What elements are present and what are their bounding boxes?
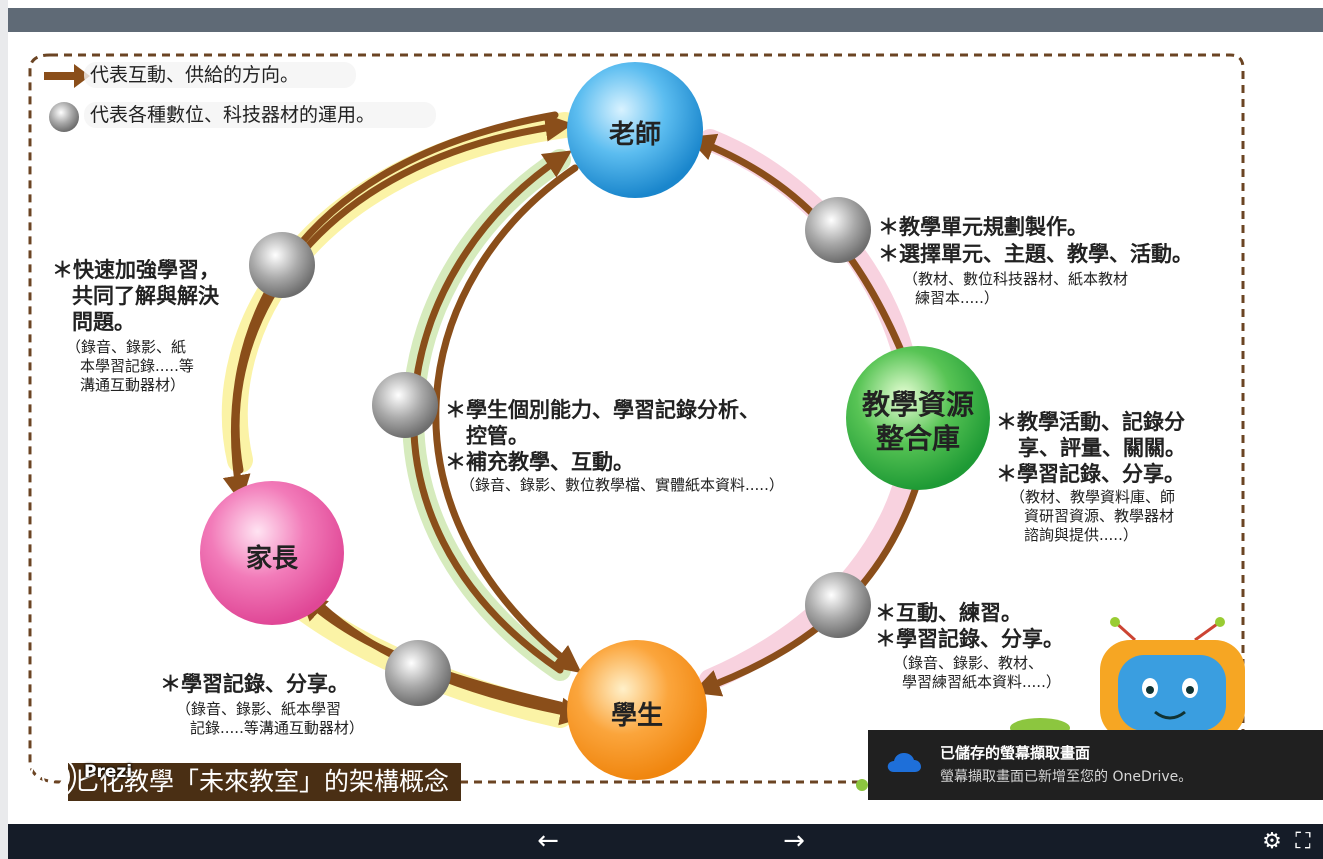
resource-label-line1: 教學資源 — [861, 388, 974, 421]
node-student — [567, 640, 707, 780]
title-banner: 匕化教學「未來教室」的架構概念 — [68, 763, 462, 801]
onedrive-toast[interactable]: 已儲存的螢幕擷取畫面 螢幕擷取畫面已新增至您的 OneDrive。 — [868, 730, 1323, 800]
resource-label-line2: 整合庫 — [875, 422, 960, 455]
bottom-left-note-detail2: 記錄.....等溝通互動器材） — [190, 719, 364, 737]
left-note-line1: ＊快速加強學習， — [52, 258, 220, 282]
node-parent — [200, 481, 344, 625]
bottom-right-note-detail2: 學習練習紙本資料.....） — [902, 673, 1061, 691]
center-note-line2: 控管。 — [466, 424, 529, 448]
toast-title: 已儲存的螢幕擷取畫面 — [940, 744, 1091, 762]
prev-arrow-button[interactable]: ← — [537, 826, 559, 856]
left-note-detail3: 溝通互動器材） — [80, 376, 186, 394]
top-right-note-detail1: （教材、數位科技器材、紙本教材 — [903, 270, 1129, 288]
toast-message: 螢幕擷取畫面已新增至您的 OneDrive。 — [940, 769, 1193, 785]
left-note-detail1: （錄音、錄影、紙 — [66, 338, 187, 356]
legend-arrow-text: 代表互動、供給的方向。 — [90, 64, 300, 86]
node-teacher — [567, 62, 703, 198]
top-right-note-line2: ＊選擇單元、主題、教學、活動。 — [878, 242, 1193, 266]
bottom-right-note-detail1: （錄音、錄影、教材、 — [893, 654, 1044, 672]
bottom-right-note-line2: ＊學習記錄、分享。 — [875, 627, 1064, 651]
legend-arrow-icon — [44, 64, 90, 88]
top-bar — [8, 8, 1323, 32]
left-note-detail2: 本學習記錄.....等 — [80, 357, 194, 375]
mid-right-note-line2: 享、評量、關關。 — [1018, 436, 1186, 460]
mid-right-note-line3: ＊學習記錄、分享。 — [996, 462, 1185, 486]
mascot-illustration — [856, 617, 1245, 791]
student-label: 學生 — [610, 701, 663, 731]
onedrive-cloud-icon — [887, 753, 921, 772]
parent-label: 家長 — [245, 544, 298, 574]
settings-gear-icon[interactable]: ⚙ — [1262, 829, 1282, 854]
bottom-left-note-detail1: （錄音、錄影、紙本學習 — [176, 700, 342, 718]
center-note-line1: ＊學生個別能力、學習記錄分析、 — [445, 398, 760, 422]
legend-ball-bg — [84, 102, 436, 128]
prezi-logo-icon — [30, 754, 76, 800]
top-right-note-line1: ＊教學單元規劃製作。 — [878, 215, 1088, 239]
dashed-frame — [28, 53, 1245, 784]
legend-arrow-bg — [84, 62, 356, 88]
device-ball-bottom-left — [385, 640, 451, 706]
mid-right-note-detail3: 諮詢與提供.....） — [1024, 526, 1138, 544]
device-ball-center — [372, 372, 438, 438]
device-ball-top-right — [805, 197, 871, 263]
prezi-label[interactable]: Prezi — [84, 762, 133, 782]
left-note-line2: 共同了解與解決 — [72, 284, 219, 308]
resource-label: 教學資源 整合庫 — [848, 388, 988, 456]
node-resource — [846, 346, 990, 490]
mid-right-note-detail1: （教材、教學資料庫、師 — [1010, 488, 1176, 506]
teacher-label: 老師 — [608, 120, 661, 150]
legend-ball-icon — [49, 102, 79, 132]
left-edge — [0, 0, 8, 859]
top-right-note-detail2: 練習本.....） — [915, 289, 999, 307]
device-ball-left — [249, 232, 315, 298]
legend-ball-text: 代表各種數位、科技器材的運用。 — [90, 104, 376, 126]
device-ball-bottom-right — [805, 572, 871, 638]
bottom-nav-bar: ← → ⚙ ⛶ — [8, 824, 1323, 859]
center-note-line3: ＊補充教學、互動。 — [445, 450, 634, 474]
mid-right-note-line1: ＊教學活動、記錄分 — [996, 410, 1185, 434]
next-arrow-button[interactable]: → — [783, 826, 805, 856]
mid-right-note-detail2: 資研習資源、教學器材 — [1024, 507, 1175, 525]
left-note-line3: 問題。 — [72, 310, 135, 334]
center-note-detail1: （錄音、錄影、數位教學檔、實體紙本資料.....） — [460, 476, 784, 494]
bottom-right-note-line1: ＊互動、練習。 — [875, 601, 1022, 625]
bottom-left-note-line1: ＊學習記錄、分享。 — [160, 672, 349, 696]
fullscreen-icon[interactable]: ⛶ — [1295, 829, 1311, 854]
arrow-resource-to-teacher — [687, 133, 909, 364]
